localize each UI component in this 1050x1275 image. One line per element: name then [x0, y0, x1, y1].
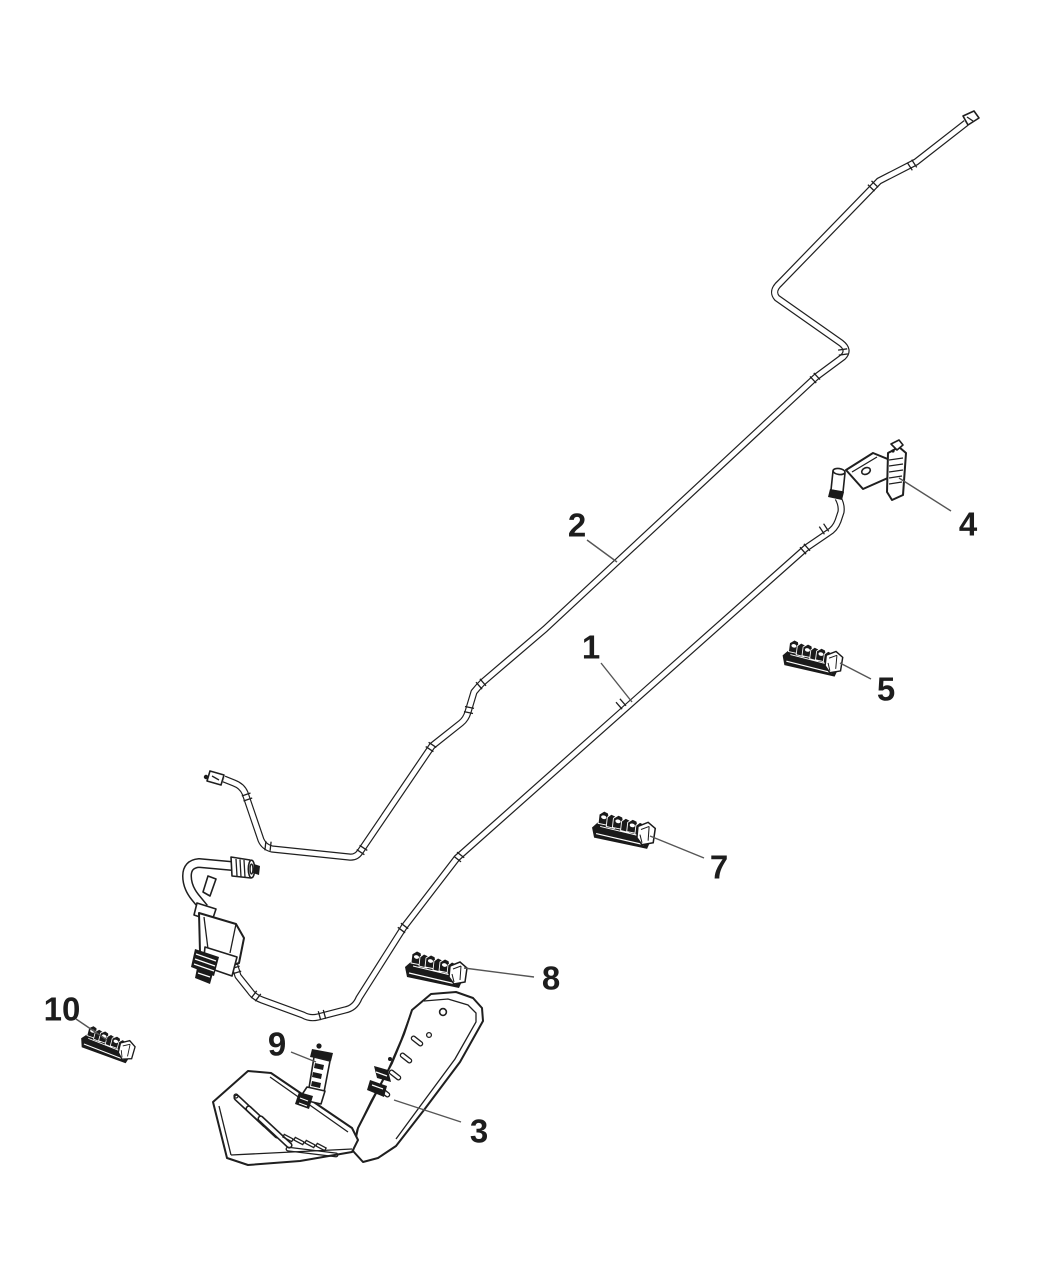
quick-connect-cap [230, 856, 260, 879]
fuel-filter-connector-assembly [182, 856, 260, 984]
callout-7-label: 7 [710, 849, 728, 886]
callout-3: 3 [393, 1099, 488, 1150]
callout-9-label: 9 [268, 1026, 286, 1063]
fuel-line-1 [227, 467, 846, 1022]
skid-plate-shield-3 [212, 991, 484, 1166]
routing-clip-5 [781, 639, 844, 678]
callout-1: 1 [582, 629, 633, 703]
shield-retainer-clip [367, 1057, 392, 1097]
routing-clip-7 [591, 810, 657, 850]
callout-3-label: 3 [470, 1113, 488, 1150]
callout-1-label: 1 [582, 629, 600, 666]
callout-4-label: 4 [959, 506, 978, 543]
callout-8-label: 8 [542, 960, 560, 997]
mounting-bracket-4 [845, 439, 907, 501]
callout-7: 7 [649, 835, 728, 886]
bracket-9 [295, 1043, 333, 1109]
tube-joint-ticks [230, 523, 830, 1021]
callout-10-label: 10 [44, 991, 81, 1028]
tube-end-fitting-right [962, 110, 980, 126]
callout-4: 4 [898, 477, 978, 543]
fuel-line-2 [203, 110, 980, 861]
routing-clip-10 [77, 1023, 138, 1065]
shield-wing-slots [233, 1093, 293, 1149]
callout-5-label: 5 [877, 671, 895, 708]
tube-end-fitting-top [828, 467, 846, 500]
callout-10: 10 [44, 991, 108, 1041]
callout-9: 9 [268, 1026, 317, 1063]
strap-tab [202, 875, 217, 897]
callout-2: 2 [568, 507, 618, 563]
tube-joint-ticks [241, 159, 918, 856]
routing-clip-8 [404, 950, 468, 989]
callout-2-label: 2 [568, 507, 586, 544]
shield-arm-slots [377, 1035, 424, 1098]
callout-8: 8 [463, 960, 560, 997]
callout-5: 5 [839, 662, 895, 708]
electrical-connector [191, 949, 219, 984]
tube-end-fitting-left [203, 770, 225, 786]
callouts: 1 2 3 4 5 7 8 9 [44, 477, 978, 1150]
shield-floor-slots [282, 1133, 339, 1158]
